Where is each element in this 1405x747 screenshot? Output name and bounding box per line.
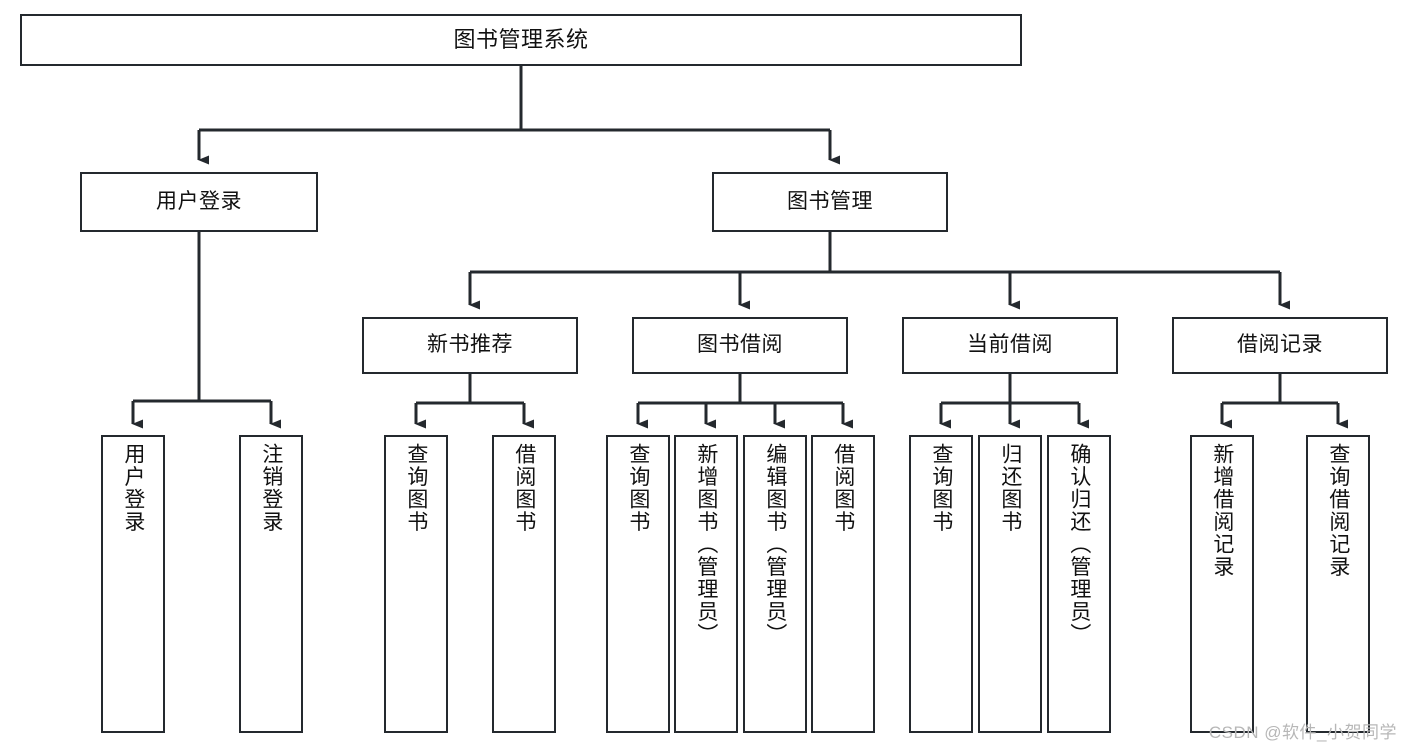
node-new-book-recommendation[interactable]: 新书推荐 bbox=[362, 317, 578, 374]
node-label: 新书推荐 bbox=[427, 333, 513, 357]
node-label: 查询图书 bbox=[929, 443, 953, 533]
leaf-borrow-book-new-rec[interactable]: 借阅图书 bbox=[492, 435, 556, 733]
node-label: 查询图书 bbox=[626, 443, 650, 533]
node-label: 归还图书 bbox=[998, 443, 1022, 533]
node-label: 借阅图书 bbox=[512, 443, 536, 533]
node-label: 图书借阅 bbox=[697, 333, 783, 357]
leaf-edit-book-admin[interactable]: 编辑图书（管理员） bbox=[743, 435, 807, 733]
leaf-add-book-admin[interactable]: 新增图书（管理员） bbox=[674, 435, 738, 733]
leaf-user-logout[interactable]: 注销登录 bbox=[239, 435, 303, 733]
node-current-borrowing[interactable]: 当前借阅 bbox=[902, 317, 1118, 374]
node-label: 用户登录 bbox=[121, 443, 145, 533]
leaf-user-login[interactable]: 用户登录 bbox=[101, 435, 165, 733]
node-label: 图书管理系统 bbox=[453, 27, 589, 53]
node-borrowing-record[interactable]: 借阅记录 bbox=[1172, 317, 1388, 374]
node-user-login[interactable]: 用户登录 bbox=[80, 172, 318, 232]
node-label: 新增借阅记录 bbox=[1210, 443, 1234, 578]
leaf-query-borrow-record[interactable]: 查询借阅记录 bbox=[1306, 435, 1370, 733]
node-label: 确认归还（管理员） bbox=[1067, 443, 1091, 646]
node-label: 注销登录 bbox=[259, 443, 283, 533]
node-label: 用户登录 bbox=[156, 189, 242, 213]
node-root-book-management-system[interactable]: 图书管理系统 bbox=[20, 14, 1022, 66]
leaf-query-book-new-rec[interactable]: 查询图书 bbox=[384, 435, 448, 733]
node-book-borrowing[interactable]: 图书借阅 bbox=[632, 317, 848, 374]
csdn-watermark: CSDN @软件_小贺同学 bbox=[1208, 723, 1397, 742]
node-label: 借阅记录 bbox=[1237, 333, 1323, 357]
node-label: 新增图书（管理员） bbox=[694, 443, 718, 646]
node-label: 查询借阅记录 bbox=[1326, 443, 1350, 578]
node-label: 当前借阅 bbox=[967, 333, 1053, 357]
node-label: 图书管理 bbox=[787, 189, 873, 213]
leaf-query-book-borrow[interactable]: 查询图书 bbox=[606, 435, 670, 733]
leaf-borrow-book-borrow[interactable]: 借阅图书 bbox=[811, 435, 875, 733]
node-label: 借阅图书 bbox=[831, 443, 855, 533]
leaf-add-borrow-record[interactable]: 新增借阅记录 bbox=[1190, 435, 1254, 733]
leaf-query-book-current[interactable]: 查询图书 bbox=[909, 435, 973, 733]
node-label: 查询图书 bbox=[404, 443, 428, 533]
leaf-return-book[interactable]: 归还图书 bbox=[978, 435, 1042, 733]
node-label: 编辑图书（管理员） bbox=[763, 443, 787, 646]
node-book-management[interactable]: 图书管理 bbox=[712, 172, 948, 232]
leaf-confirm-return-admin[interactable]: 确认归还（管理员） bbox=[1047, 435, 1111, 733]
